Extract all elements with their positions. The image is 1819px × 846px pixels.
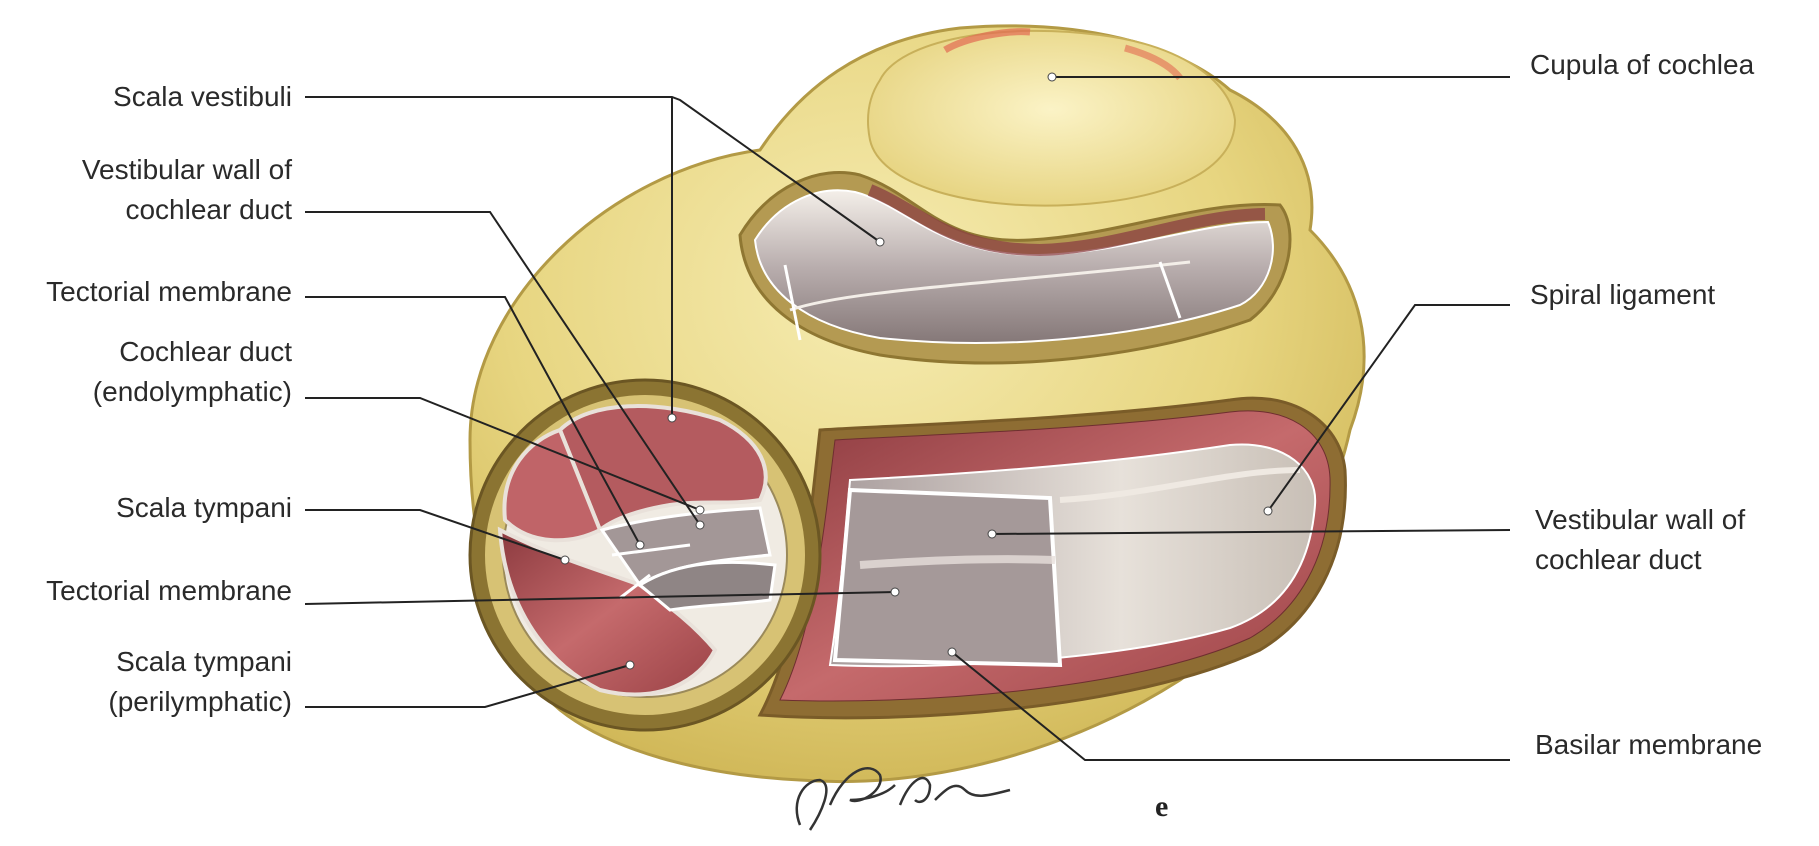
label-line: Vestibular wall of bbox=[1535, 500, 1745, 540]
label-line: Scala tympani bbox=[116, 488, 292, 528]
label-line: Scala vestibuli bbox=[113, 77, 292, 117]
label-line: cochlear duct bbox=[82, 190, 292, 230]
label-line: Cochlear duct bbox=[93, 332, 292, 372]
label-cupula: Cupula of cochlea bbox=[1530, 45, 1754, 85]
cross-section bbox=[470, 380, 820, 730]
label-tectorial-membrane-lower: Tectorial membrane bbox=[46, 571, 292, 611]
label-cochlear-duct: Cochlear duct (endolymphatic) bbox=[93, 332, 292, 412]
label-line: Spiral ligament bbox=[1530, 275, 1715, 315]
label-vestibular-wall-left: Vestibular wall of cochlear duct bbox=[82, 150, 292, 230]
label-line: Tectorial membrane bbox=[46, 272, 292, 312]
label-line: (perilymphatic) bbox=[108, 682, 292, 722]
label-scala-vestibuli: Scala vestibuli bbox=[113, 77, 292, 117]
panel-letter: e bbox=[1155, 790, 1168, 824]
label-line: Tectorial membrane bbox=[46, 571, 292, 611]
label-line: (endolymphatic) bbox=[93, 372, 292, 412]
label-line: Cupula of cochlea bbox=[1530, 45, 1754, 85]
label-line: Basilar membrane bbox=[1535, 725, 1762, 765]
label-line: Scala tympani bbox=[108, 642, 292, 682]
label-line: cochlear duct bbox=[1535, 540, 1745, 580]
label-spiral-ligament: Spiral ligament bbox=[1530, 275, 1715, 315]
label-basilar-membrane: Basilar membrane bbox=[1535, 725, 1762, 765]
label-scala-tympani: Scala tympani bbox=[116, 488, 292, 528]
label-tectorial-membrane-upper: Tectorial membrane bbox=[46, 272, 292, 312]
basal-turn bbox=[760, 398, 1345, 718]
label-vestibular-wall-right: Vestibular wall of cochlear duct bbox=[1535, 500, 1745, 580]
label-scala-tympani-peri: Scala tympani (perilymphatic) bbox=[108, 642, 292, 722]
label-line: Vestibular wall of bbox=[82, 150, 292, 190]
